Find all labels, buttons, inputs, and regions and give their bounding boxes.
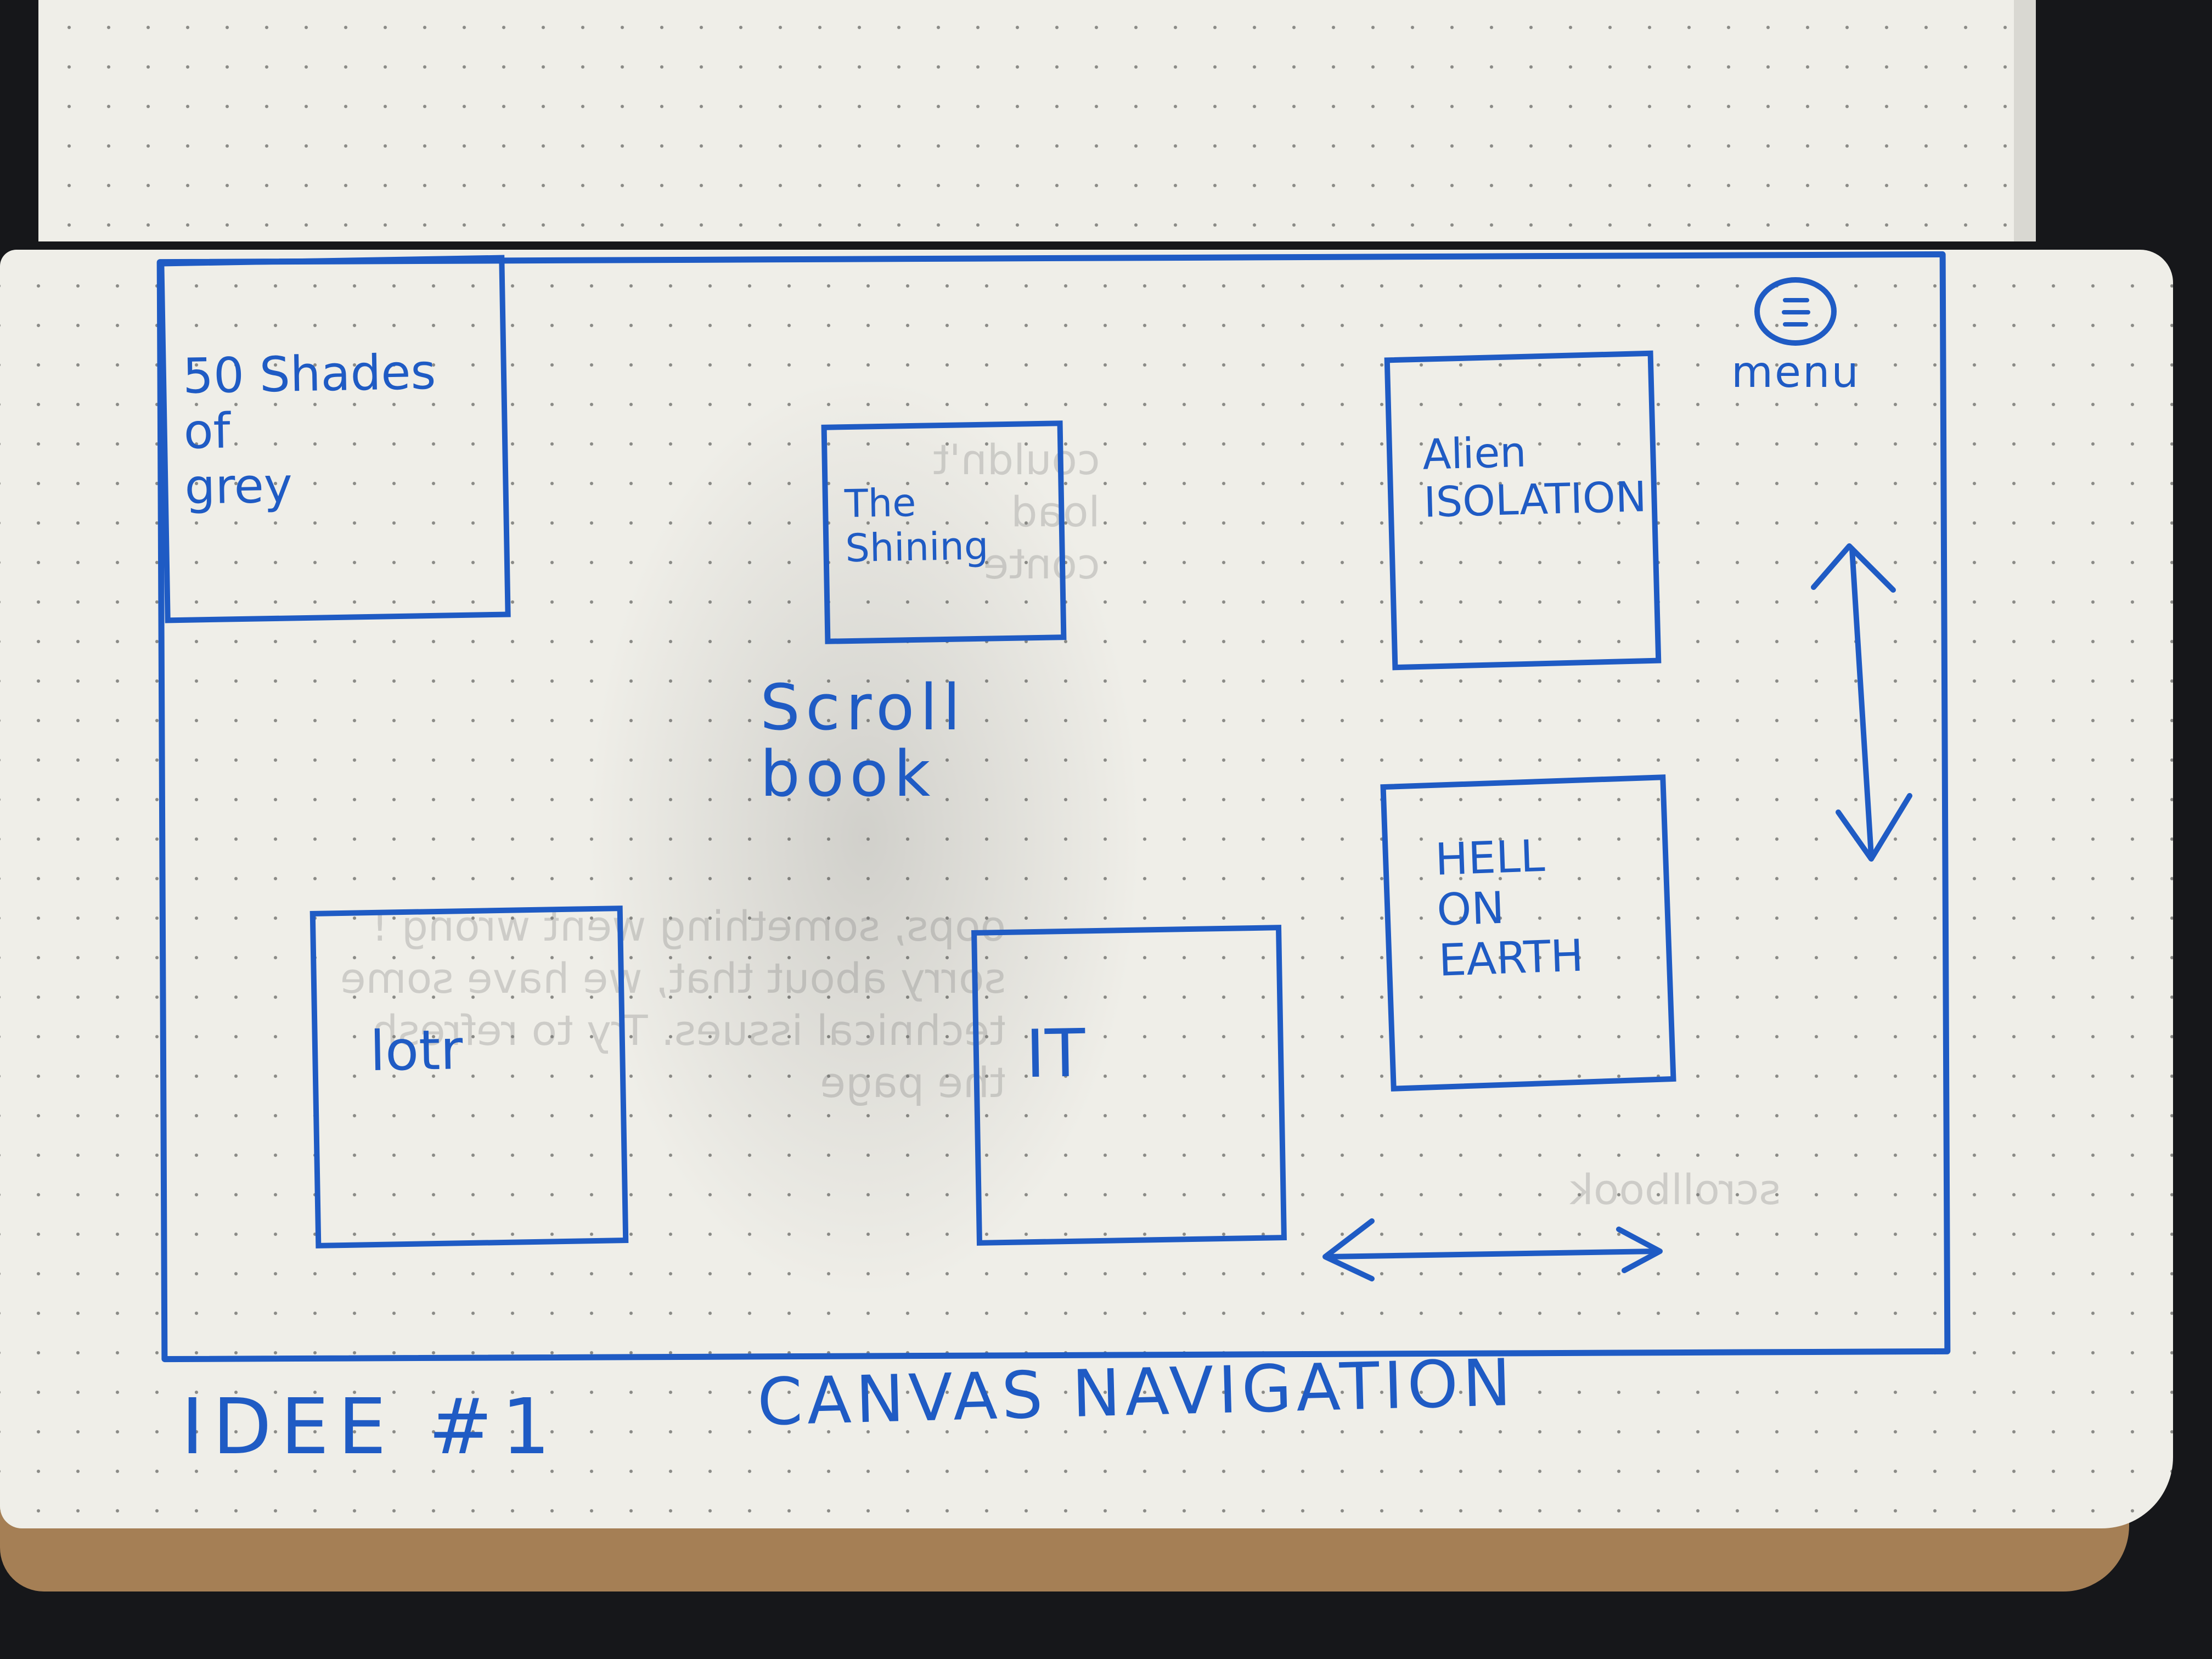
- notebook-page: [0, 250, 2173, 1528]
- previous-notebook-page: [38, 0, 2019, 241]
- scroll-book-note: Scroll book: [760, 671, 966, 811]
- hamburger-icon[interactable]: [1754, 277, 1837, 346]
- double-arrow-vertical-icon: [1811, 543, 1912, 862]
- menu-label: menu: [1731, 348, 1860, 397]
- menu-button[interactable]: menu: [1731, 277, 1912, 403]
- idea-label: IDEE #1: [181, 1382, 559, 1472]
- double-arrow-horizontal-icon: [1322, 1218, 1663, 1281]
- page-edge: [2014, 0, 2036, 241]
